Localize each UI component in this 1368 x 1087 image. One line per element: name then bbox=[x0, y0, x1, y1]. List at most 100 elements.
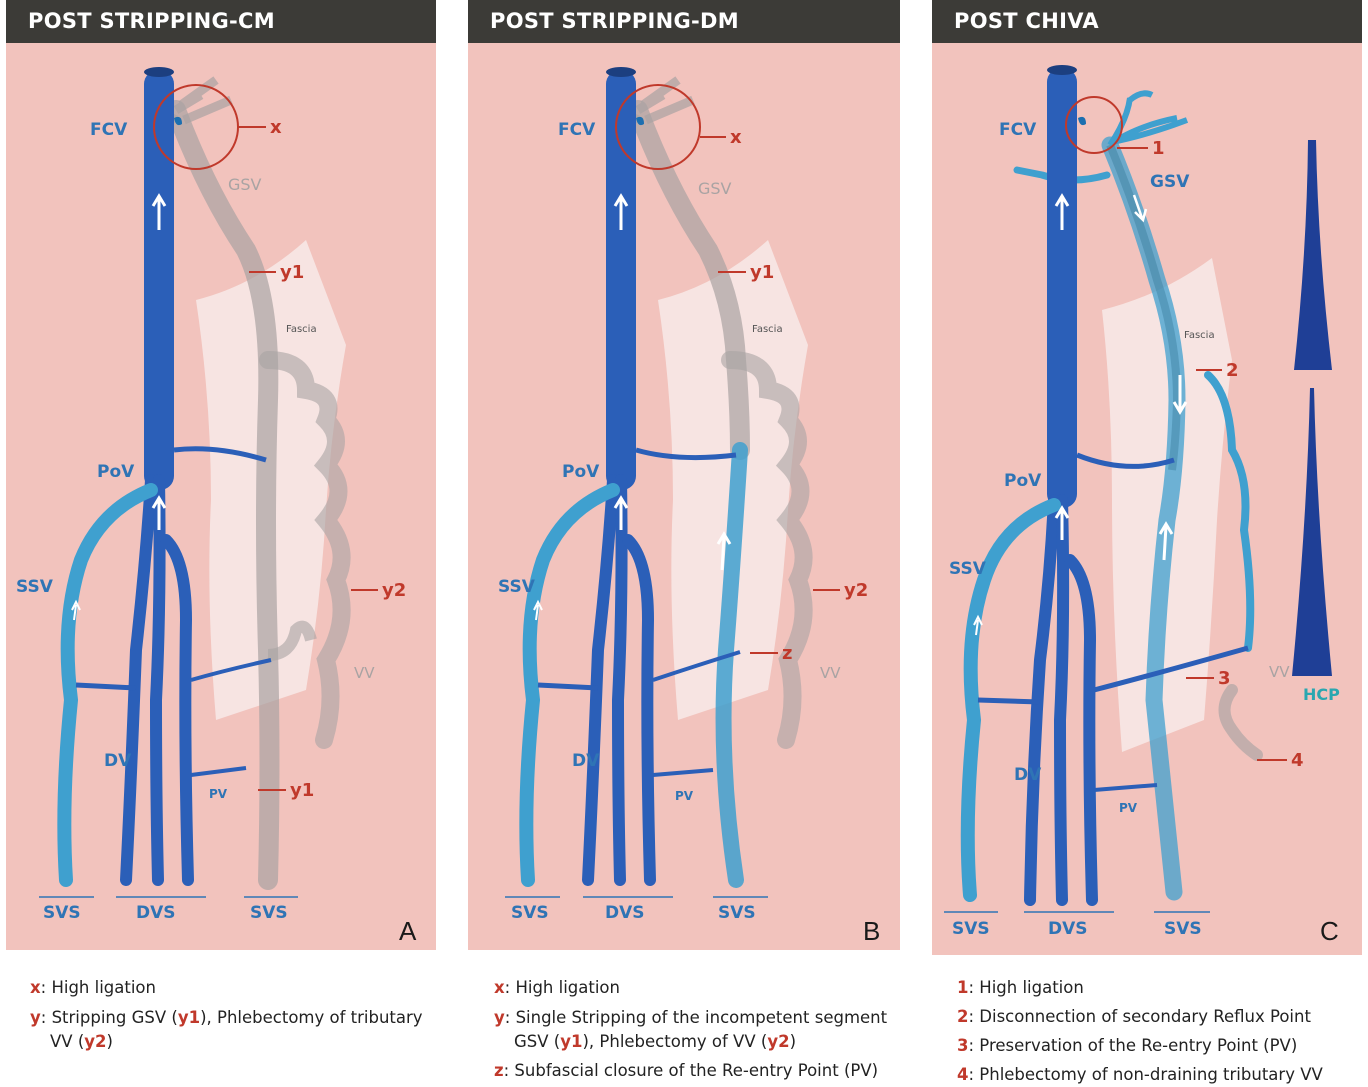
perforator-ssv bbox=[76, 685, 136, 688]
legend-key: 3 bbox=[957, 1036, 968, 1055]
label-n2: 2 bbox=[1226, 360, 1239, 381]
legend-key: y bbox=[494, 1008, 505, 1027]
legend-key: 4 bbox=[957, 1065, 968, 1084]
legend-text: : Disconnection of secondary Reflux Poin… bbox=[968, 1007, 1310, 1026]
label-n3: 3 bbox=[1218, 668, 1231, 689]
label-svs-left: SVS bbox=[952, 919, 990, 939]
hcp-wedge-bottom bbox=[1292, 388, 1332, 676]
label-n1: 1 bbox=[1152, 138, 1165, 159]
legend-key-inline: y1 bbox=[178, 1008, 200, 1027]
perforator-pv bbox=[191, 768, 246, 775]
fcv-trunk bbox=[1047, 68, 1077, 508]
panel-letter: C bbox=[1320, 916, 1339, 947]
label-dvs: DVS bbox=[136, 903, 176, 923]
legend-a: x: High ligation y: Stripping GSV (y1), … bbox=[30, 976, 450, 1054]
label-dv: DV bbox=[1014, 765, 1042, 785]
legend-row-continued: VV (y2) bbox=[30, 1030, 450, 1054]
label-vv: VV bbox=[1269, 663, 1290, 681]
perforator-pv bbox=[1094, 785, 1157, 790]
label-dv: DV bbox=[572, 751, 600, 771]
label-svs-right: SVS bbox=[250, 903, 288, 923]
label-fascia: Fascia bbox=[752, 324, 783, 335]
label-fascia: Fascia bbox=[1184, 330, 1215, 341]
legend-key: x bbox=[30, 978, 41, 997]
vein-diagram: FCV GSV x y1 Fascia PoV SSV y2 z VV DV P… bbox=[468, 0, 900, 950]
label-svs-right: SVS bbox=[718, 903, 756, 923]
legend-key-inline: y2 bbox=[767, 1032, 789, 1051]
label-y2: y2 bbox=[382, 580, 406, 601]
legend-text: : High ligation bbox=[505, 978, 620, 997]
legend-text: ) bbox=[790, 1032, 796, 1051]
label-vv: VV bbox=[820, 664, 841, 682]
legend-text: : Preservation of the Re-entry Point (PV… bbox=[968, 1036, 1297, 1055]
label-pv: PV bbox=[675, 789, 694, 803]
legend-text: ), Phlebectomy of VV ( bbox=[582, 1032, 767, 1051]
label-y1b: y1 bbox=[290, 780, 314, 801]
label-y1a: y1 bbox=[280, 262, 304, 283]
label-svs-left: SVS bbox=[511, 903, 549, 923]
legend-row: 4: Phlebectomy of non-draining tributary… bbox=[957, 1063, 1357, 1087]
label-gsv: GSV bbox=[698, 179, 732, 198]
label-pov: PoV bbox=[562, 462, 600, 482]
label-pov: PoV bbox=[97, 462, 135, 482]
legend-row: x: High ligation bbox=[30, 976, 450, 1000]
legend-key: z bbox=[494, 1061, 504, 1080]
legend-row: 2: Disconnection of secondary Reflux Poi… bbox=[957, 1005, 1357, 1029]
legend-key: x bbox=[494, 978, 505, 997]
deep-vein-3 bbox=[166, 540, 188, 880]
legend-row: z: Subfascial closure of the Re-entry Po… bbox=[494, 1059, 914, 1083]
legend-text: : Phlebectomy of non-draining tributary … bbox=[968, 1065, 1322, 1084]
legend-text: VV ( bbox=[50, 1032, 84, 1051]
legend-text: : Subfascial closure of the Re-entry Poi… bbox=[504, 1061, 878, 1080]
hcp-wedge-top bbox=[1294, 140, 1332, 370]
panel-c: POST CHIVA bbox=[932, 0, 1362, 955]
perforator-ssv bbox=[538, 685, 598, 688]
legend-text: : Stripping GSV ( bbox=[41, 1008, 178, 1027]
legend-key-inline: y2 bbox=[84, 1032, 106, 1051]
deep-vein-2 bbox=[1060, 500, 1063, 900]
label-svs-right: SVS bbox=[1164, 919, 1202, 939]
legend-row: 1: High ligation bbox=[957, 976, 1357, 1000]
label-vv: VV bbox=[354, 664, 375, 682]
legend-row: 3: Preservation of the Re-entry Point (P… bbox=[957, 1034, 1357, 1058]
label-dv: DV bbox=[104, 751, 132, 771]
label-y1: y1 bbox=[750, 262, 774, 283]
legend-key: y bbox=[30, 1008, 41, 1027]
legend-row: y: Stripping GSV (y1), Phlebectomy of tr… bbox=[30, 1006, 450, 1030]
legend-text: : High ligation bbox=[968, 978, 1083, 997]
label-x: x bbox=[270, 117, 282, 138]
label-pv: PV bbox=[1119, 801, 1138, 815]
legend-text: : Single Stripping of the incompetent se… bbox=[505, 1008, 887, 1027]
legend-text: GSV ( bbox=[514, 1032, 560, 1051]
deep-vein-2 bbox=[156, 480, 160, 880]
label-hcp: HCP bbox=[1303, 685, 1340, 704]
vein-diagram: FCV GSV x y1 Fascia PoV SSV y2 VV DV y1 … bbox=[6, 0, 436, 950]
vein-diagram: FCV 1 GSV Fascia 2 PoV SSV VV 3 HCP 4 DV… bbox=[932, 0, 1362, 955]
deep-vein-3 bbox=[1070, 560, 1092, 900]
label-fcv: FCV bbox=[90, 120, 128, 140]
deep-vein-3 bbox=[628, 540, 650, 880]
label-fcv: FCV bbox=[558, 120, 596, 140]
deep-vein-1 bbox=[588, 480, 613, 880]
fcv-trunk bbox=[144, 70, 174, 490]
legend-c: 1: High ligation 2: Disconnection of sec… bbox=[957, 976, 1357, 1087]
legend-row: x: High ligation bbox=[494, 976, 914, 1000]
panel-a: POST STRIPPING-CM bbox=[6, 0, 436, 950]
deep-vein-2 bbox=[618, 480, 622, 880]
label-svs-left: SVS bbox=[43, 903, 81, 923]
legend-text: ), Phlebectomy of tributary bbox=[200, 1008, 422, 1027]
label-gsv: GSV bbox=[228, 175, 262, 194]
label-pov: PoV bbox=[1004, 471, 1042, 491]
label-ssv: SSV bbox=[498, 577, 536, 597]
legend-key-inline: y1 bbox=[560, 1032, 582, 1051]
legend-row: y: Single Stripping of the incompetent s… bbox=[494, 1006, 914, 1030]
legend-text: ) bbox=[107, 1032, 113, 1051]
deep-vein-1 bbox=[126, 480, 151, 880]
vv-removed bbox=[1225, 690, 1258, 755]
legend-key: 2 bbox=[957, 1007, 968, 1026]
perforator-pv bbox=[653, 770, 713, 775]
label-x: x bbox=[730, 127, 742, 148]
panel-b: POST STRIPPING-DM FCV GSV x y1 F bbox=[468, 0, 900, 950]
label-z: z bbox=[782, 643, 792, 664]
label-n4: 4 bbox=[1291, 750, 1304, 771]
